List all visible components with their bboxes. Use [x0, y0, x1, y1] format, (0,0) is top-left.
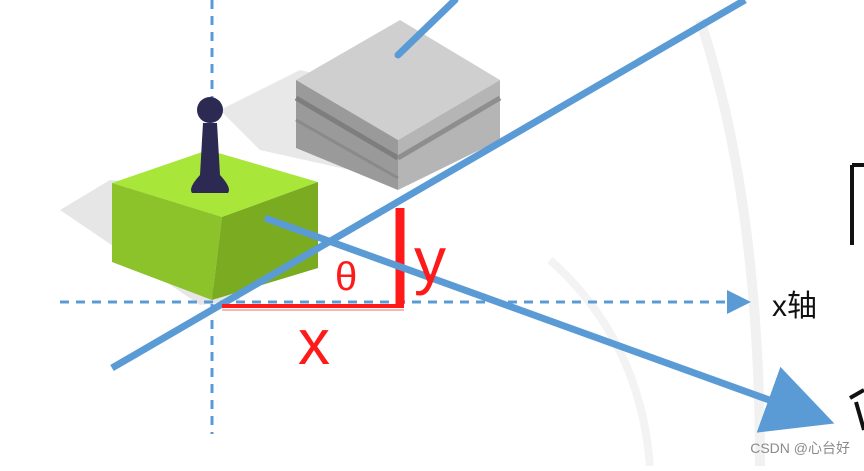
background-arc-2 [550, 260, 650, 466]
direction-arrow [265, 218, 808, 414]
background-arc [700, 20, 760, 466]
cropped-glyph-top [852, 165, 864, 245]
cropped-glyph-bottom [850, 390, 864, 430]
figure-head [197, 97, 223, 123]
watermark: CSDN @心台好 [750, 438, 850, 458]
x-label: x [298, 306, 330, 378]
y-label: y [414, 224, 446, 296]
x-axis-label: x轴 [772, 290, 817, 323]
theta-label: θ [335, 255, 357, 299]
